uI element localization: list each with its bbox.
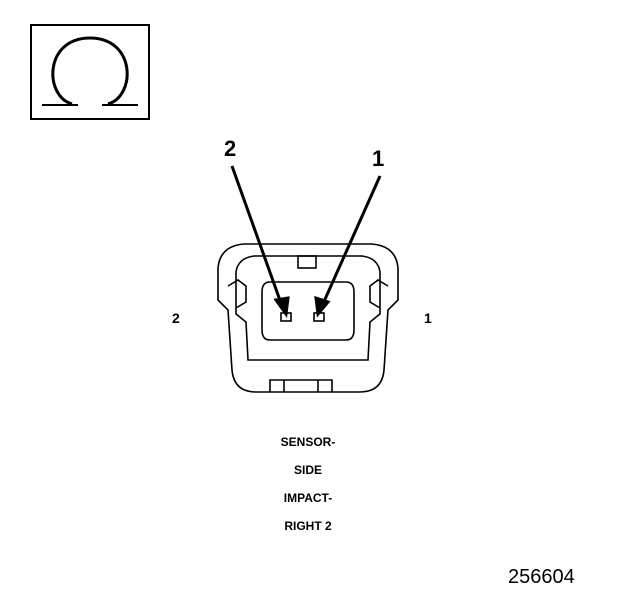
arrow-label-pin-1: 1 — [372, 146, 385, 171]
connector-caption: SENSOR- SIDE IMPACT- RIGHT 2 — [208, 428, 408, 540]
pin-arrows — [230, 165, 382, 318]
caption-line: IMPACT- — [283, 491, 333, 505]
caption-line: RIGHT 2 — [284, 519, 332, 533]
ohm-symbol-box — [30, 24, 150, 120]
caption-line: SIDE — [293, 463, 322, 477]
side-label-left: 2 — [172, 310, 180, 326]
connector-outline — [217, 243, 399, 393]
arrow-pin-2 — [230, 165, 284, 307]
arrow-label-pin-2: 2 — [224, 136, 237, 161]
caption-line: SENSOR- — [280, 435, 336, 449]
side-label-right: 1 — [424, 310, 432, 326]
arrow-pin-1 — [320, 175, 382, 307]
arrow-head-pin-2 — [273, 296, 290, 318]
ohm-icon — [42, 36, 138, 106]
arrow-head-pin-1 — [314, 295, 331, 318]
figure-id: 256604 — [508, 566, 575, 588]
